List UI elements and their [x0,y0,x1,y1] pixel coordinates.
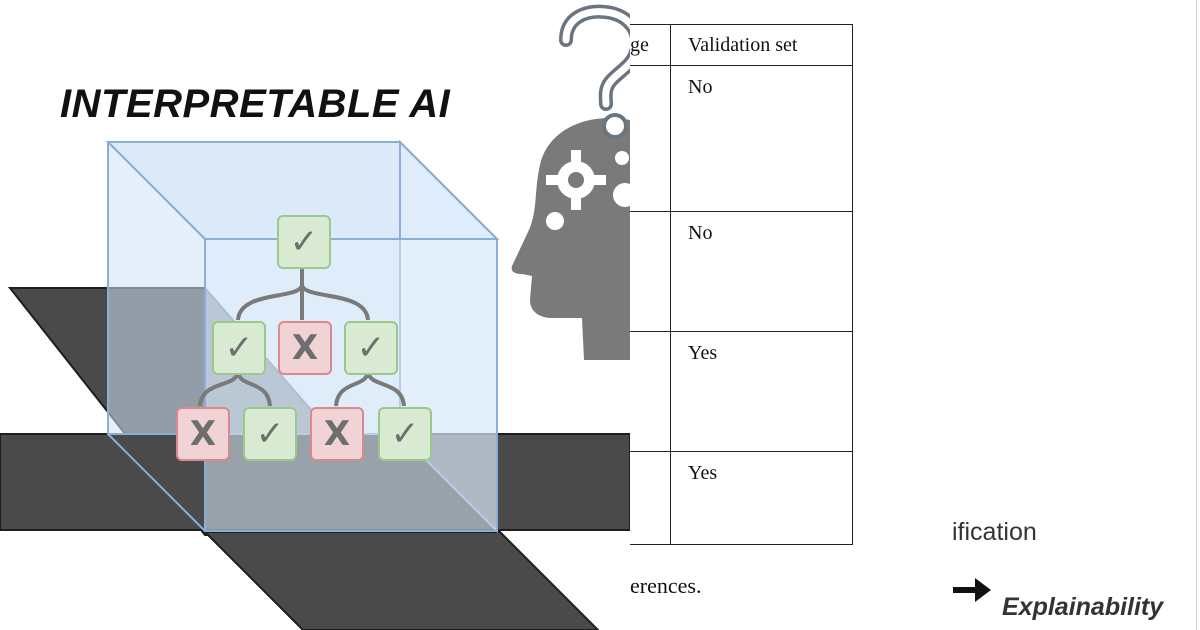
tree-node-check: ✓ [243,407,297,461]
tree-node-check: ✓ [378,407,432,461]
cross-icon: X [291,328,319,368]
table-row: Yes [630,331,853,452]
table-cell [630,65,671,212]
table-row: Yes [630,451,853,545]
table-cell [630,211,671,332]
cross-icon: X [323,414,351,454]
tree-node-cross: X [278,321,332,375]
cross-icon: X [189,414,217,454]
table-cell: No [670,211,853,332]
check-icon: ✓ [356,328,386,368]
tree-node-check: ✓ [277,215,331,269]
table-row: No [630,65,853,212]
question-mark-icon [559,4,630,139]
interpretable-ai-illustration: ✓ ✓ X ✓ X ✓ X ✓ INTERPRETABLE AI [0,4,630,630]
comparison-table: ge Validation set No No Yes Yes [630,24,853,545]
check-icon: ✓ [224,328,254,368]
table-cell: No [670,65,853,212]
illustration-heading: INTERPRETABLE AI [60,82,451,126]
table-header-cell: Validation set [670,24,853,66]
tree-connectors [198,266,406,407]
decision-tree: ✓ ✓ X ✓ X ✓ X ✓ [176,215,432,461]
tree-node-check: ✓ [344,321,398,375]
divider [1196,0,1197,630]
check-icon: ✓ [289,222,319,262]
tree-node-cross: X [176,407,230,461]
table-header-row: ge Validation set [630,24,853,66]
table-cell [630,451,671,545]
table-cell: Yes [670,451,853,545]
tree-node-check: ✓ [212,321,266,375]
check-icon: ✓ [255,414,285,454]
tree-node-cross: X [310,407,364,461]
table-cell [630,331,671,452]
table-header-cell: ge [630,24,671,66]
table-caption: erences. [630,573,702,598]
check-icon: ✓ [390,414,420,454]
head-gears-icon [511,117,630,360]
table-row: No [630,211,853,332]
table-cell: Yes [670,331,853,452]
paper-table-panel: ge Validation set No No Yes Yes erences. [630,0,1200,630]
